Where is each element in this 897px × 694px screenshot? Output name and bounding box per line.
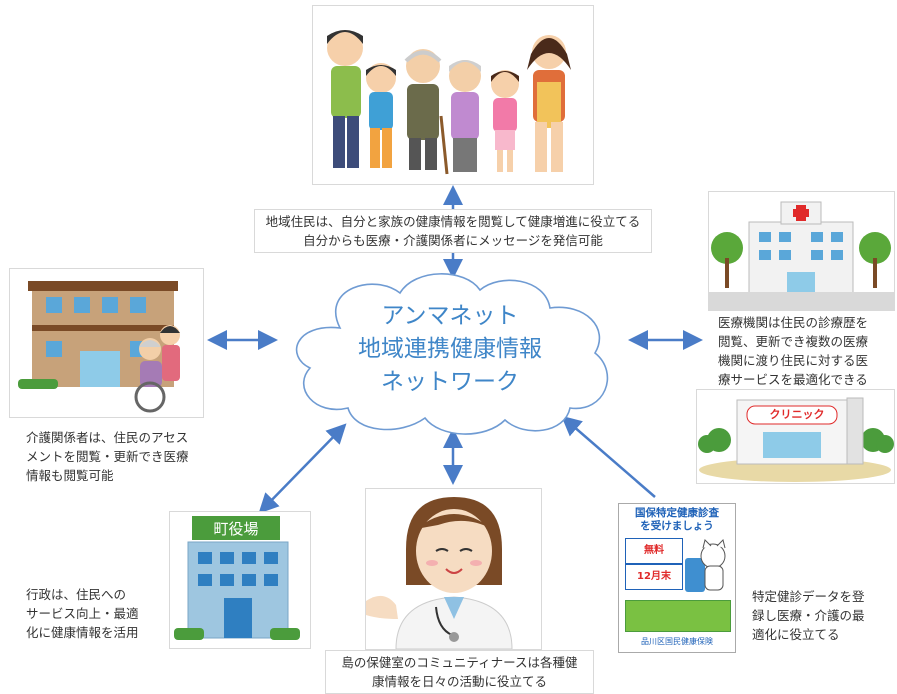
care-caption-line2: メントを閲覧・更新でき医療: [26, 449, 189, 464]
care-caption-line3: 情報も閲覧可能: [26, 468, 114, 483]
cloud-title-line1: アンマネット: [381, 303, 519, 329]
nurse-caption: 島の保健室のコミュニティナースは各種健 康情報を日々の活動に役立てる: [325, 650, 594, 694]
poster-title-line2: を受けましょう: [640, 520, 714, 532]
government-caption: 行政は、住民への サービス向上・最適 化に健康情報を活用: [26, 585, 139, 642]
checkup-poster: 国保特定健康診査 を受けましょう 無料 12月末 品川区国民健康保険: [618, 503, 736, 653]
town-hall-illustration: 町役場: [169, 511, 311, 649]
arrow-cloud-government: [258, 423, 347, 514]
poster-footer: 品川区国民健康保険: [641, 637, 713, 646]
cloud-shape: [295, 273, 609, 435]
poster-title: 国保特定健康診査 を受けましょう: [623, 507, 731, 533]
clinic-illustration: クリニック: [696, 389, 895, 484]
hospital-icon: [709, 201, 894, 310]
residents-caption: 地域住民は、自分と家族の健康情報を閲覧して健康増進に役立てる 自分からも医療・介…: [254, 209, 652, 253]
poster-title-line1: 国保特定健康診査: [635, 507, 719, 519]
checkup-caption-line3: 適化に役立てる: [752, 627, 840, 642]
nursing-home-illustration: [9, 268, 204, 418]
cloud-title-line2: 地域連携健康情報: [358, 336, 542, 362]
checkup-caption: 特定健診データを登 録し医療・介護の最 適化に役立てる: [752, 587, 865, 644]
town-hall-icon: [174, 516, 300, 640]
town-hall-sign: 町役場: [213, 520, 259, 538]
government-caption-line1: 行政は、住民への: [26, 587, 127, 602]
medical-caption: 医療機関は住民の診療歴を 閲覧、更新でき複数の医療 機関に渡り住民に対する医 療…: [718, 313, 868, 389]
residents-caption-line2: 自分からも医療・介護関係者にメッセージを発信可能: [303, 233, 603, 248]
cat-icon: [685, 539, 726, 592]
poster-deadline: 12月末: [637, 571, 671, 582]
government-caption-line2: サービス向上・最適: [26, 606, 139, 621]
poster-deadline-box: 12月末: [625, 564, 683, 590]
family-illustration: [312, 5, 594, 185]
residents-caption-line1: 地域住民は、自分と家族の健康情報を閲覧して健康増進に役立てる: [265, 214, 641, 229]
nursing-home-icon: [18, 281, 180, 413]
hospital-illustration: [708, 191, 895, 311]
medical-caption-line4: 療サービスを最適化できる: [718, 372, 868, 387]
care-caption-line1: 介護関係者は、住民のアセス: [26, 430, 189, 445]
poster-banner: [625, 600, 731, 632]
checkup-caption-line1: 特定健診データを登: [752, 589, 865, 604]
medical-caption-line2: 閲覧、更新でき複数の医療: [718, 334, 869, 349]
clinic-sign: クリニック: [769, 408, 825, 421]
nurse-caption-line2: 康情報を日々の活動に役立てる: [371, 674, 547, 689]
family-icon: [327, 30, 571, 175]
cloud-title-line3: ネットワーク: [381, 369, 519, 395]
poster-fee-box: 無料: [625, 538, 683, 564]
clinic-icon: [698, 397, 894, 482]
checkup-caption-line2: 録し医療・介護の最: [752, 608, 865, 623]
nurse-illustration: [365, 488, 542, 650]
cloud-title: アンマネット 地域連携健康情報 ネットワーク: [300, 300, 600, 399]
poster-fee: 無料: [644, 545, 664, 556]
medical-caption-line1: 医療機関は住民の診療歴を: [718, 315, 869, 330]
government-caption-line3: 化に健康情報を活用: [26, 625, 139, 640]
medical-caption-line3: 機関に渡り住民に対する医: [718, 353, 869, 368]
nurse-caption-line1: 島の保健室のコミュニティナースは各種健: [341, 655, 578, 670]
nurse-icon: [366, 497, 513, 649]
arrow-checkup-cloud: [561, 415, 656, 498]
care-caption: 介護関係者は、住民のアセス メントを閲覧・更新でき医療 情報も閲覧可能: [26, 428, 189, 485]
